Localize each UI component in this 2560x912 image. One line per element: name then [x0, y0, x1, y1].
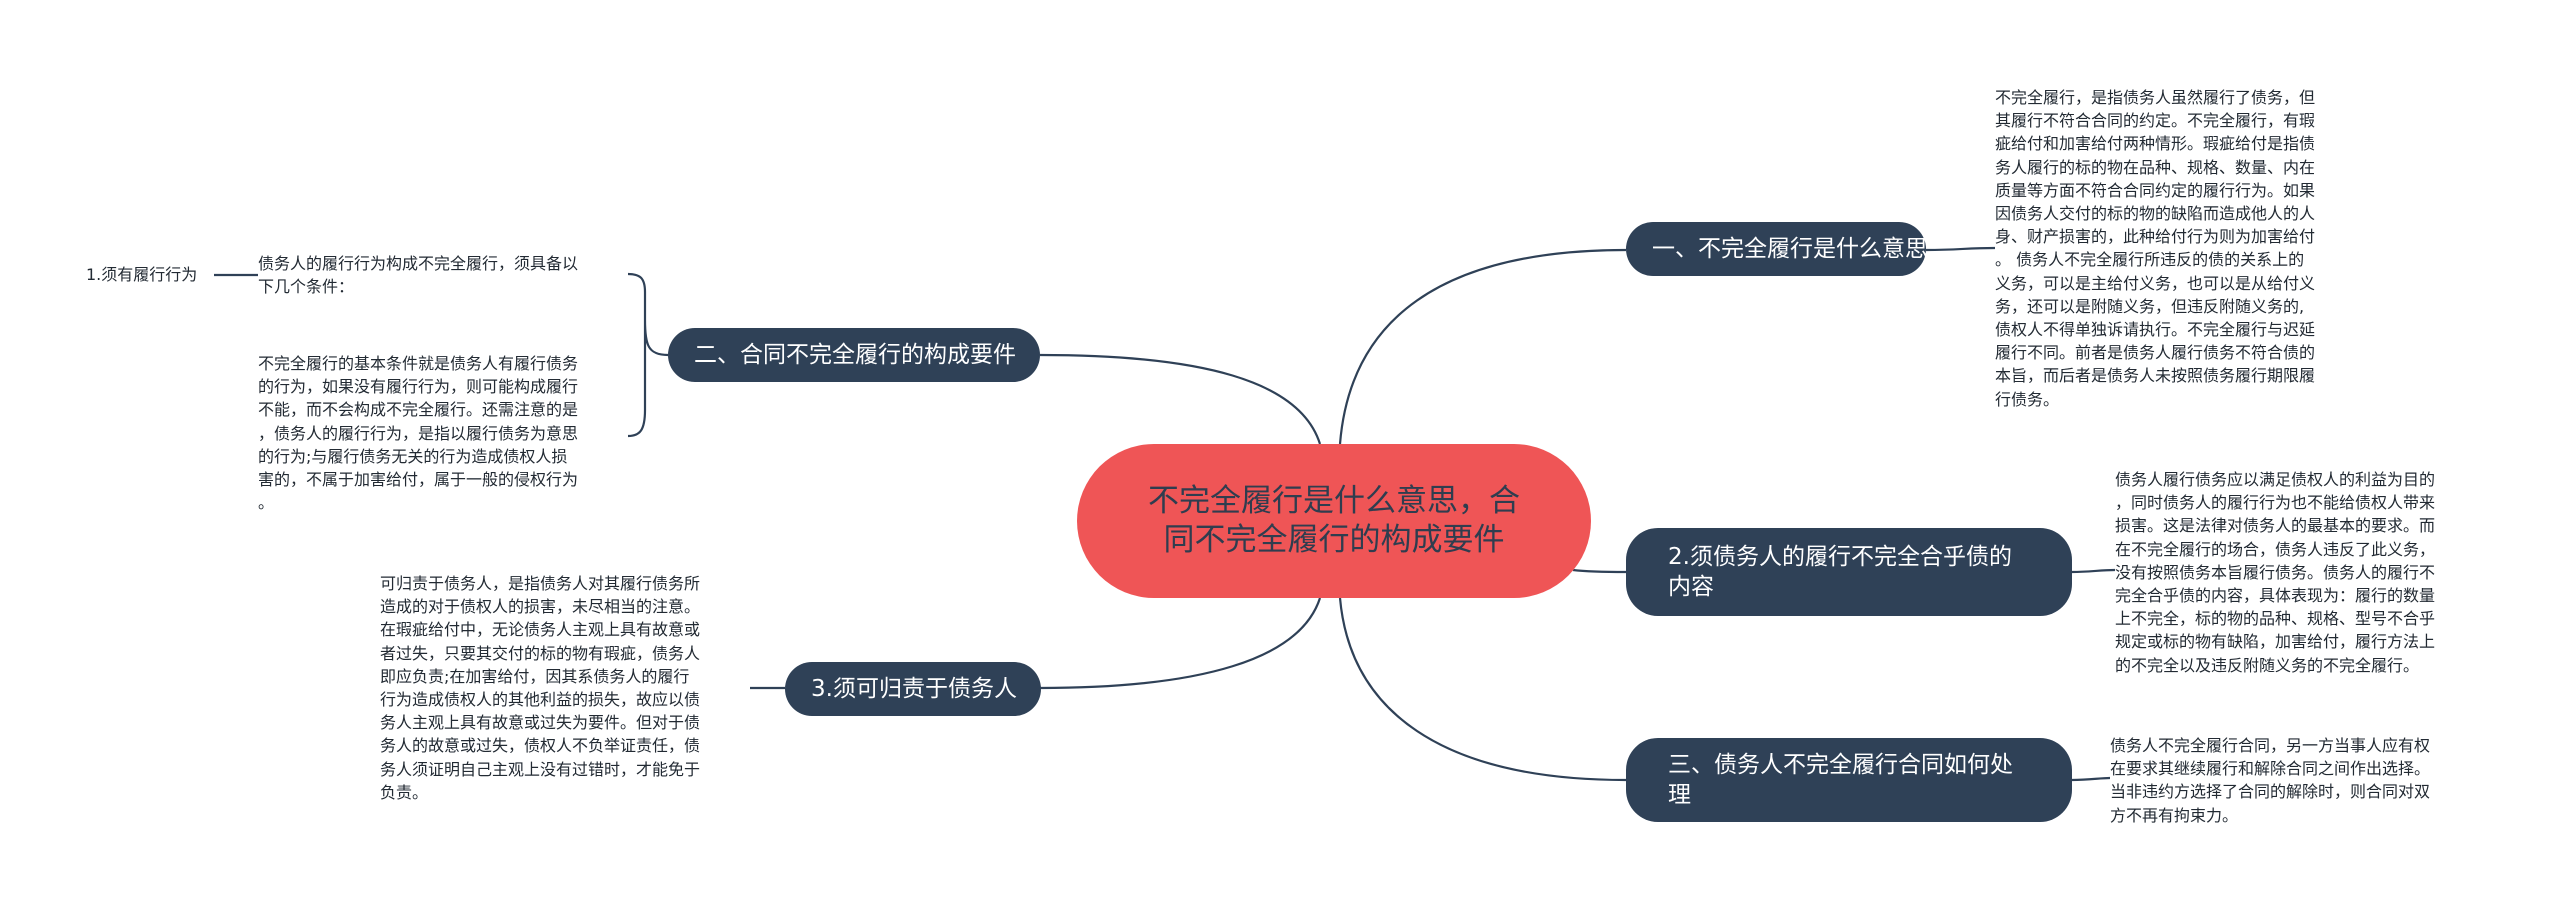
edge-node1-to-text: [1925, 246, 1996, 252]
central-topic[interactable]: 不完全履行是什么意思，合同不完全履行的构成要件: [1077, 444, 1591, 598]
edge-node2-to-text: [2071, 568, 2116, 574]
topic-node-not-complete-performance-meaning[interactable]: 一、不完全履行是什么意思: [1626, 222, 1928, 276]
topic-node-label: 三、债务人不完全履行合同如何处理: [1668, 752, 2013, 808]
topic-detail-text: 不完全履行，是指债务人虽然履行了债务，但 其履行不符合合同的约定。不完全履行，有…: [1995, 88, 2316, 409]
edge-node4-bracket: [627, 272, 669, 438]
topic-detail-text: 可归责于债务人，是指债务人对其履行债务所 造成的对于债权人的损害，未尽相当的注意…: [380, 574, 701, 802]
topic-node-label: 3.须可归责于债务人: [811, 676, 1017, 702]
edge-center-to-node2: [1572, 568, 1627, 574]
subtopic-leaf-label: 1.须有履行行为: [86, 265, 198, 284]
topic-detail-text: 债务人不完全履行合同，另一方当事人应有权 在要求其继续履行和解除合同之间作出选择…: [2110, 736, 2431, 825]
edge-center-to-node3: [1338, 597, 1627, 782]
topic-detail-text: 债务人履行债务应以满足债权人的利益为目的 ，同时债务人的履行行为也不能给债权人带…: [2115, 470, 2436, 675]
topic-node-debtor-performance[interactable]: 2.须债务人的履行不完全合乎债的内容: [1626, 528, 2072, 616]
topic-node-label: 二、合同不完全履行的构成要件: [694, 342, 1016, 368]
topic-node-label: 2.须债务人的履行不完全合乎债的内容: [1668, 544, 2012, 600]
central-topic-label: 不完全履行是什么意思，合同不完全履行的构成要件: [1148, 483, 1520, 558]
topic-node-label: 一、不完全履行是什么意思: [1652, 236, 1928, 262]
subtopic-detail-text: 不完全履行的基本条件就是债务人有履行债务 的行为，如果没有履行行为，则可能构成履…: [258, 354, 579, 513]
edge-node3-to-text: [2071, 776, 2111, 782]
subtopic-conditions-text: 债务人的履行行为构成不完全履行，须具备以 下几个条件：: [258, 254, 579, 297]
topic-node-how-to-handle[interactable]: 三、债务人不完全履行合同如何处理: [1626, 738, 2072, 822]
edge-center-to-node4: [1039, 353, 1322, 445]
edge-center-to-node1: [1338, 248, 1627, 445]
topic-node-attributable-to-debtor[interactable]: 3.须可归责于债务人: [785, 662, 1041, 716]
topic-node-constituent-elements[interactable]: 二、合同不完全履行的构成要件: [668, 328, 1040, 382]
edge-center-to-node5: [1039, 597, 1322, 690]
